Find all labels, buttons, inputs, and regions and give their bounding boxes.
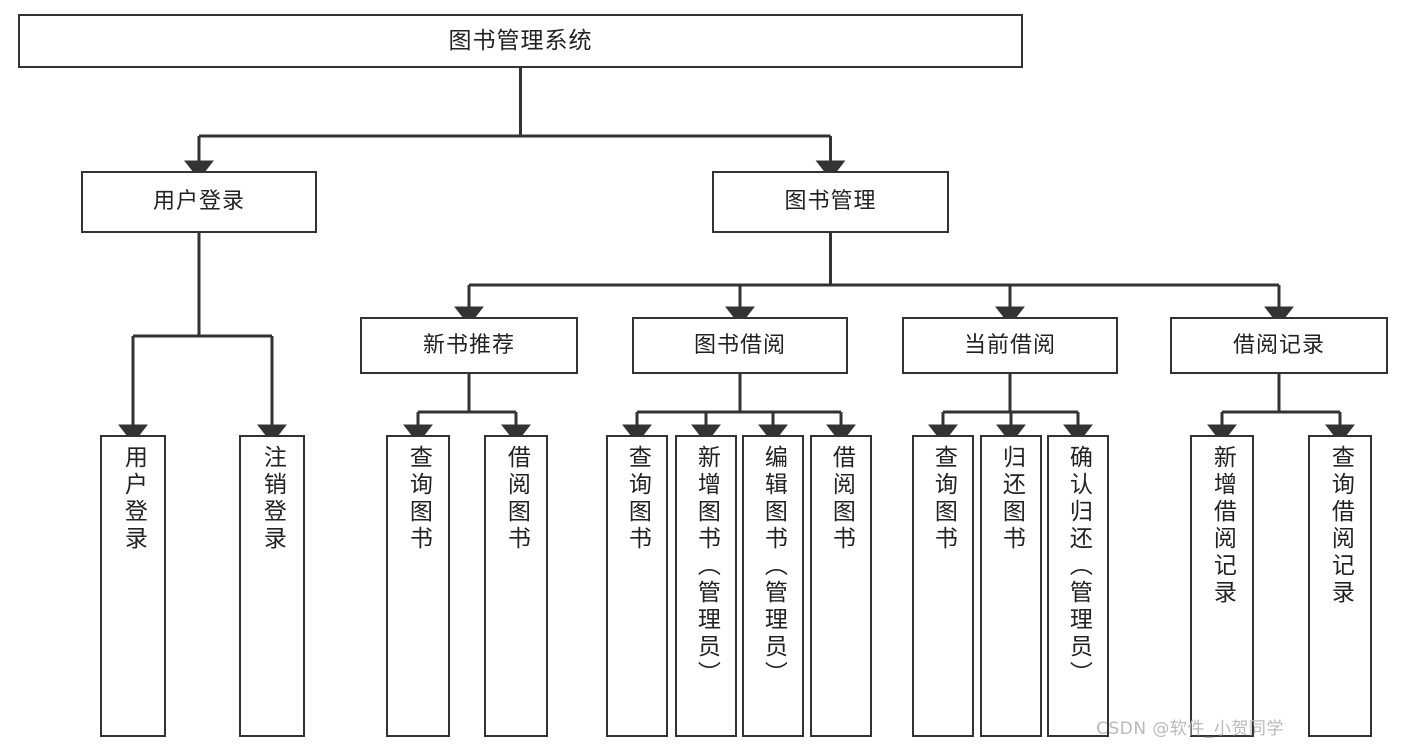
node-label: 新增借阅记录 [1209,445,1236,607]
node-root[interactable]: 图书管理系统 [18,14,1023,68]
node-label: 当前借阅 [963,332,1056,358]
node-label: 查询图书 [930,445,957,553]
node-borrow_record[interactable]: 借阅记录 [1170,317,1388,374]
node-label: 图书借阅 [693,332,786,358]
node-label: 查询图书 [405,445,432,553]
node-leaf_return_book[interactable]: 归还图书 [980,435,1042,737]
node-leaf_confirm_return[interactable]: 确认归还（管理员） [1047,435,1109,737]
node-leaf_query_book_2[interactable]: 查询图书 [606,435,668,737]
node-label: 归还图书 [998,445,1025,553]
node-label: 编辑图书（管理员） [760,445,787,688]
node-leaf_user_logout[interactable]: 注销登录 [239,435,305,737]
node-leaf_query_book_1[interactable]: 查询图书 [386,435,450,737]
node-current_borrow[interactable]: 当前借阅 [902,317,1118,374]
node-leaf_user_login[interactable]: 用户登录 [100,435,166,737]
node-label: 查询图书 [624,445,651,553]
node-leaf_borrow_book_2[interactable]: 借阅图书 [810,435,872,737]
node-label: 新书推荐 [422,332,515,358]
node-label: 借阅图书 [503,445,530,553]
node-leaf_query_record[interactable]: 查询借阅记录 [1308,435,1372,737]
node-label: 确认归还（管理员） [1065,445,1092,688]
node-label: 图书管理 [784,189,877,215]
node-leaf_edit_book[interactable]: 编辑图书（管理员） [742,435,804,737]
node-leaf_add_book[interactable]: 新增图书（管理员） [675,435,737,737]
node-new_book_rec[interactable]: 新书推荐 [360,317,578,374]
node-book_manage[interactable]: 图书管理 [712,171,949,233]
node-label: 借阅记录 [1232,332,1325,358]
node-label: 借阅图书 [828,445,855,553]
node-leaf_query_book_3[interactable]: 查询图书 [912,435,974,737]
node-label: 新增图书（管理员） [693,445,720,688]
node-label: 注销登录 [259,445,286,553]
node-label: 用户登录 [120,445,147,553]
node-book_borrow[interactable]: 图书借阅 [632,317,848,374]
node-leaf_add_record[interactable]: 新增借阅记录 [1190,435,1254,737]
node-user_login[interactable]: 用户登录 [81,171,317,233]
node-label: 图书管理系统 [448,27,593,54]
connector-lines [118,68,1355,444]
node-label: 查询借阅记录 [1327,445,1354,607]
node-leaf_borrow_book_1[interactable]: 借阅图书 [484,435,548,737]
watermark-text: CSDN @软件_小贺同学 [1096,719,1284,739]
node-label: 用户登录 [152,189,245,215]
